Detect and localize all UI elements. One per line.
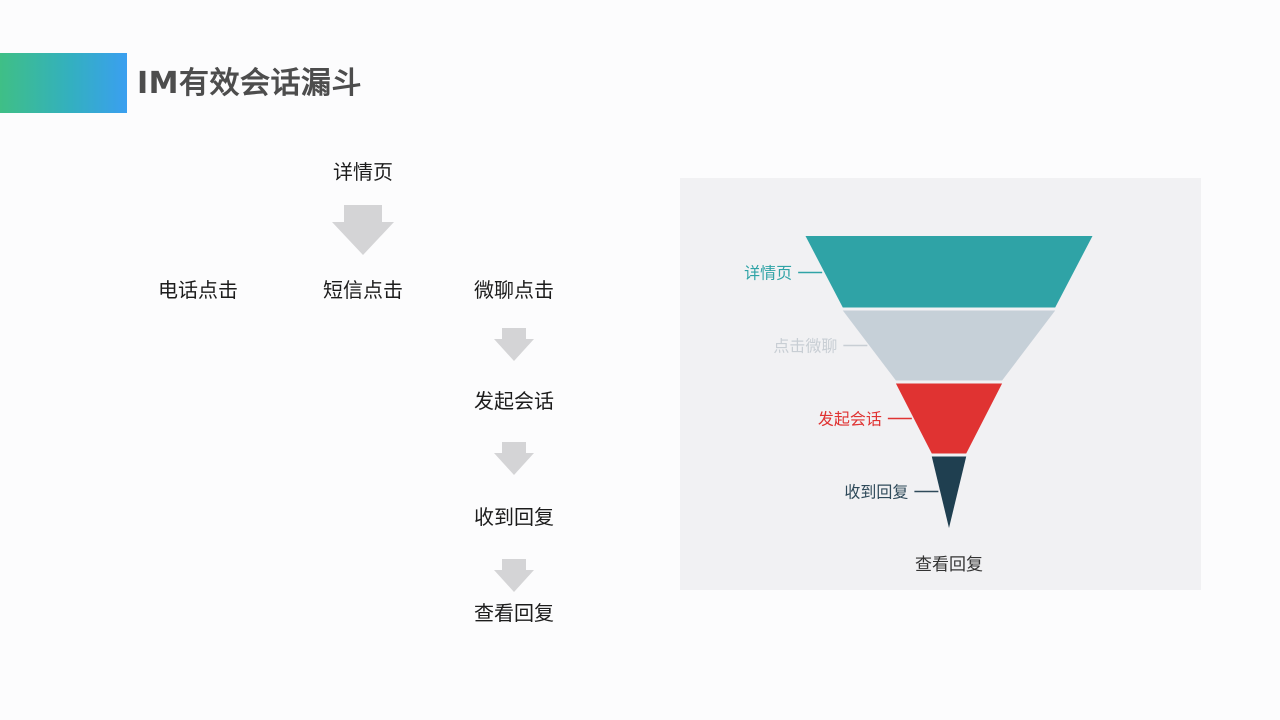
funnel-stage-label: 详情页 xyxy=(744,264,792,283)
funnel-segment xyxy=(895,383,1003,454)
funnel-stage-label: 查看回复 xyxy=(915,555,983,575)
flow-node-start-session: 发起会话 xyxy=(474,389,554,413)
page-title: IM有效会话漏斗 xyxy=(137,66,363,101)
flow-node-detail-page: 详情页 xyxy=(333,160,393,184)
flow-node-wechat-click: 微聊点击 xyxy=(474,278,554,302)
funnel-segment xyxy=(931,456,967,528)
flow-node-phone-click: 电话点击 xyxy=(158,278,238,302)
down-arrow-icon xyxy=(332,205,394,255)
flow-node-view-reply: 查看回复 xyxy=(474,601,554,625)
down-arrow-icon xyxy=(494,442,534,475)
title-accent-bar xyxy=(0,53,127,113)
down-arrow-icon xyxy=(494,559,534,592)
funnel-stage-label: 点击微聊 xyxy=(773,337,837,356)
funnel-segment xyxy=(842,310,1056,381)
down-arrow-icon xyxy=(494,328,534,361)
funnel-stage-label: 发起会话 xyxy=(818,410,882,429)
funnel-stage-label: 收到回复 xyxy=(844,483,908,502)
flow-node-receive-reply: 收到回复 xyxy=(474,505,554,529)
funnel-chart-panel: 详情页点击微聊发起会话收到回复查看回复 xyxy=(680,178,1201,590)
flow-node-sms-click: 短信点击 xyxy=(323,278,403,302)
funnel-segment xyxy=(805,236,1093,308)
